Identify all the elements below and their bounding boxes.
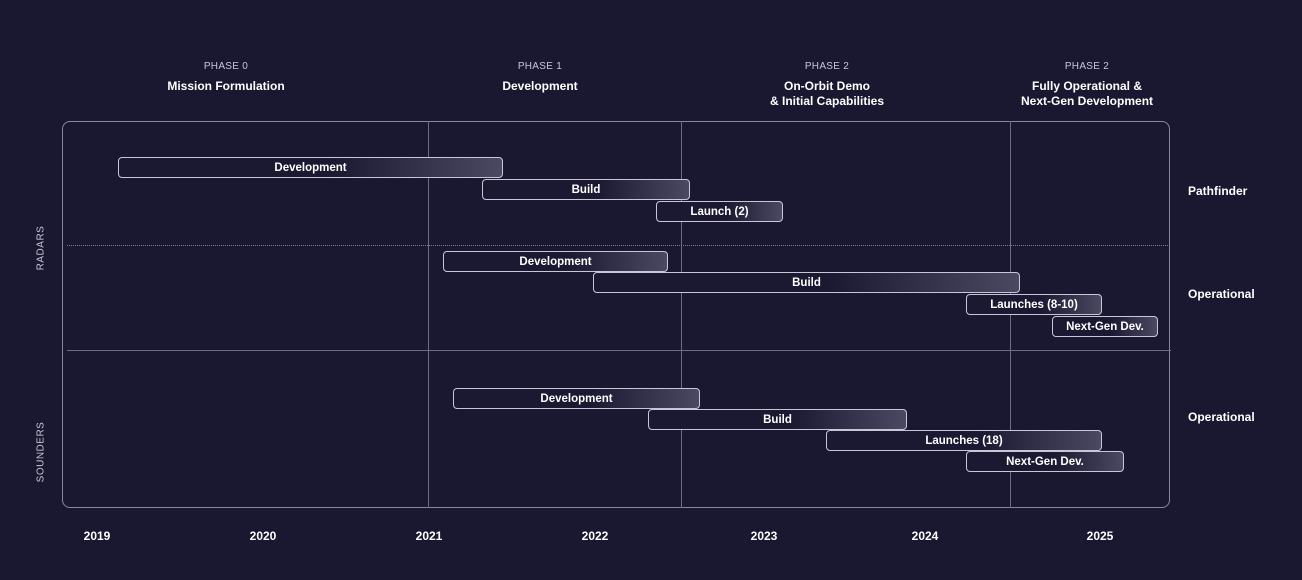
year-tick-2021: 2021 <box>415 529 443 543</box>
bar-sounders-nextgen: Next-Gen Dev. <box>966 451 1124 472</box>
bar-radars-operational-launches: Launches (8-10) <box>966 294 1102 315</box>
phase-number: PHASE 2 <box>1064 61 1110 72</box>
bar-pathfinder-build: Build <box>482 179 690 200</box>
phase-header-1: PHASE 1 Development <box>502 61 577 94</box>
bar-radars-operational-nextgen: Next-Gen Dev. <box>1052 316 1158 337</box>
bar-radars-operational-build: Build <box>593 272 1020 293</box>
bar-sounders-development: Development <box>453 388 700 409</box>
bar-sounders-launches: Launches (18) <box>826 430 1102 451</box>
phase-number: PHASE 1 <box>517 61 563 72</box>
row-label-radars-operational: Operational <box>1188 287 1255 301</box>
phase-number: PHASE 0 <box>203 61 249 72</box>
bar-sounders-build: Build <box>648 409 907 430</box>
bar-radars-operational-development: Development <box>443 251 668 272</box>
phase-divider-2 <box>681 121 682 508</box>
row-label-sounders-operational: Operational <box>1188 410 1255 424</box>
row-label-pathfinder: Pathfinder <box>1188 184 1248 198</box>
phase-title: On-Orbit Demo & Initial Capabilities <box>769 79 885 108</box>
phase-header-2: PHASE 2 On-Orbit Demo & Initial Capabili… <box>770 61 884 109</box>
year-tick-2022: 2022 <box>581 529 609 543</box>
bar-pathfinder-launch: Launch (2) <box>656 201 783 222</box>
phase-header-0: PHASE 0 Mission Formulation <box>167 61 284 94</box>
phase-divider-1 <box>428 121 429 508</box>
phase-title: Development <box>502 79 578 93</box>
phase-number: PHASE 2 <box>804 61 850 72</box>
subgroup-divider <box>67 245 1168 246</box>
phase-title: Mission Formulation <box>167 79 285 93</box>
year-tick-2023: 2023 <box>750 529 778 543</box>
phase-title: Fully Operational & Next-Gen Development <box>1020 79 1154 108</box>
chart-frame <box>62 121 1170 508</box>
group-divider <box>67 350 1171 351</box>
year-tick-2025: 2025 <box>1086 529 1114 543</box>
year-tick-2019: 2019 <box>83 529 111 543</box>
year-tick-2024: 2024 <box>911 529 939 543</box>
year-tick-2020: 2020 <box>249 529 277 543</box>
phase-header-3: PHASE 2 Fully Operational & Next-Gen Dev… <box>1021 61 1153 109</box>
bar-pathfinder-development: Development <box>118 157 503 178</box>
group-label-sounders: SOUNDERS <box>35 421 47 483</box>
group-label-radars: RADARS <box>35 225 47 271</box>
